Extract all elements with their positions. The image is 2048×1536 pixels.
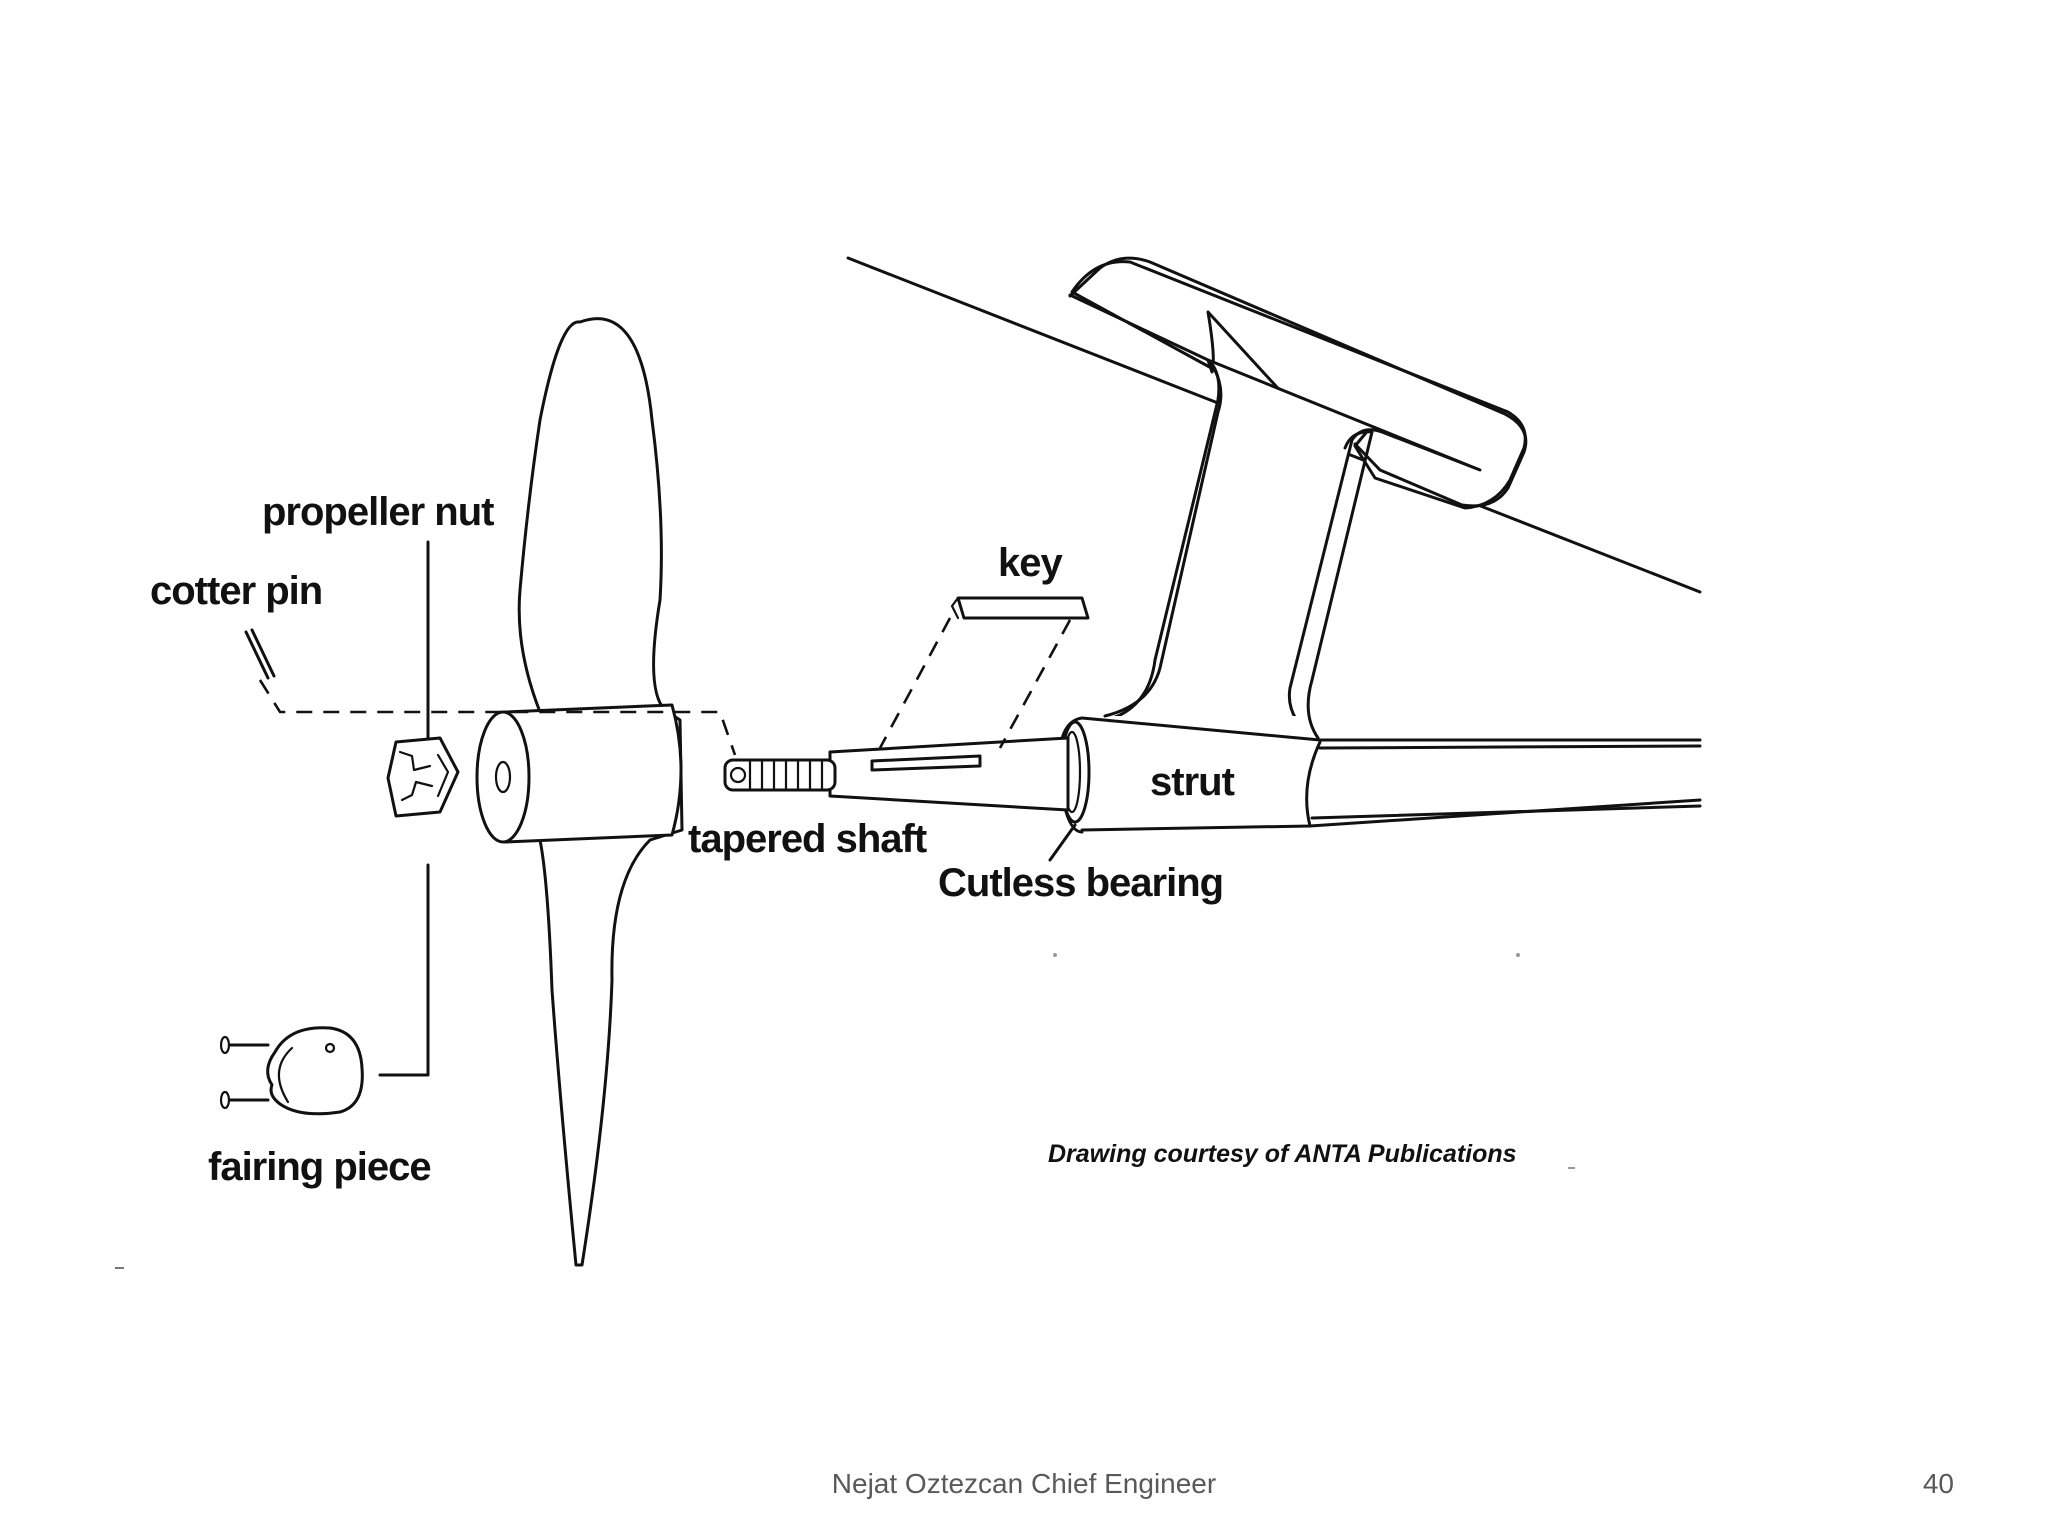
strut-leg-right — [1306, 430, 1374, 740]
key — [956, 596, 1090, 620]
footer-text: Nejat Oztezcan Chief Engineer — [831, 1468, 1217, 1499]
fairing-screws — [219, 1035, 270, 1110]
strut-barrel-back — [1305, 740, 1322, 828]
shaft-keyway — [870, 754, 982, 772]
label-propeller-nut: propeller nut — [262, 490, 494, 534]
strut-barrel-top — [1080, 716, 1702, 742]
strut-foot-outline — [1068, 256, 1528, 508]
propeller-nut — [386, 736, 460, 818]
strut-tube-top — [1318, 744, 1702, 750]
fairing-leader — [378, 863, 430, 1077]
drawing-credit: Drawing courtesy of ANTA Publications — [1048, 1140, 1517, 1168]
strut-tube-bottom — [1310, 804, 1702, 820]
cutless-bearing-leader — [1048, 823, 1077, 862]
shaft-thread — [723, 758, 837, 792]
label-fairing-piece: fairing piece — [208, 1145, 431, 1189]
label-strut: strut — [1150, 760, 1235, 804]
key-guide-right — [998, 619, 1072, 749]
cotter-pin-path — [258, 679, 737, 756]
label-key: key — [998, 541, 1063, 585]
hub-bore — [494, 760, 512, 794]
tapered-shaft — [828, 736, 1070, 812]
strut-leg-left — [1103, 363, 1223, 718]
label-cutless-bearing: Cutless bearing — [938, 861, 1223, 905]
cotter-pin — [244, 628, 276, 680]
label-cotter-pin: cotter pin — [150, 569, 322, 613]
propeller-hub — [503, 703, 683, 844]
fairing-piece — [266, 1026, 364, 1116]
page-number: 40 — [1922, 1468, 1954, 1499]
thread-ridges — [729, 758, 824, 792]
key-guide-left — [878, 617, 952, 749]
hub-face — [475, 710, 531, 844]
label-tapered-shaft: tapered shaft — [688, 817, 927, 861]
